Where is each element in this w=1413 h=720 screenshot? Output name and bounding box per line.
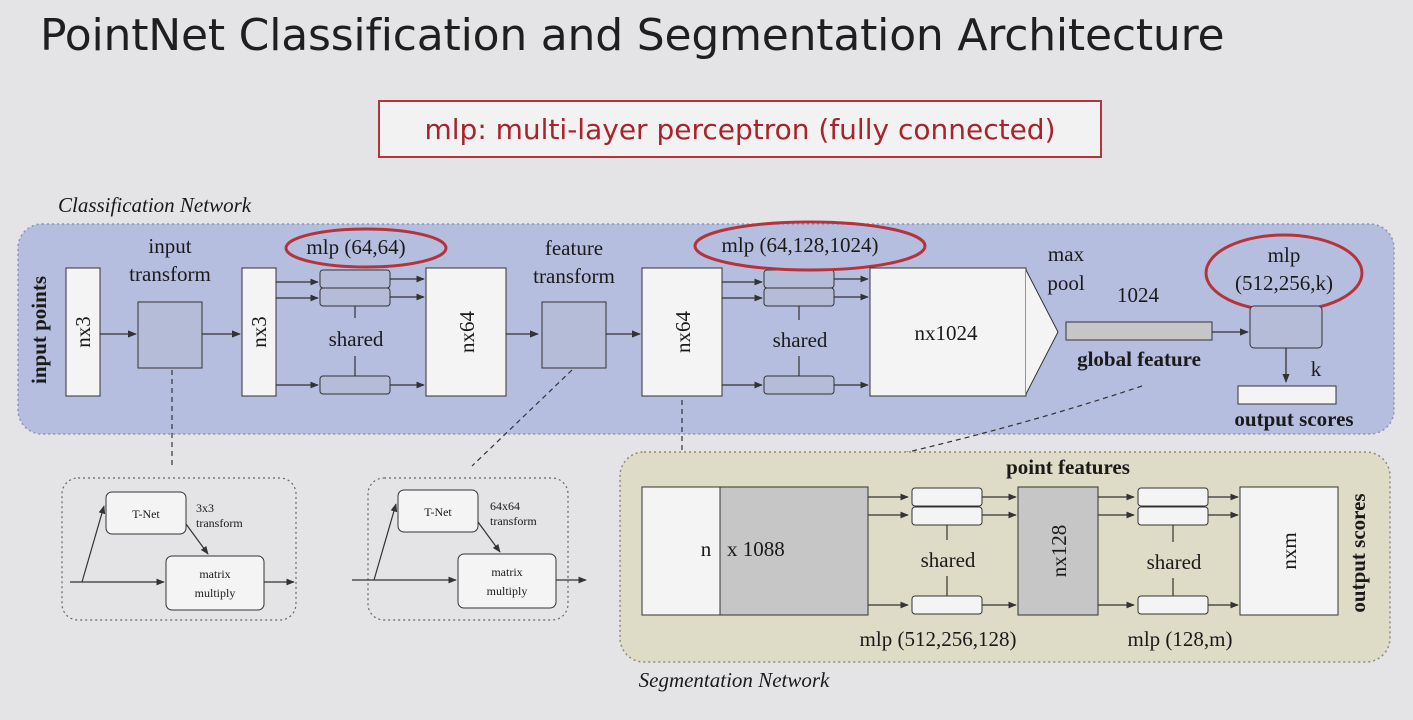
concat-global-block: [719, 486, 869, 616]
tnet-input-label: T-Net: [132, 507, 160, 521]
class-scores-bar: [1237, 385, 1337, 405]
transformed-points-block: [241, 267, 277, 397]
tnet-feature-matrix-label-2: multiply: [487, 584, 528, 598]
nx128-block-label: nx128: [1047, 525, 1071, 578]
mlp4-shared-layers: [868, 487, 1017, 615]
tnet-input-matrix-label-1: matrix: [199, 567, 230, 581]
input-transform-label-1: input: [148, 234, 191, 258]
mlp2-label: mlp (64,128,1024): [722, 233, 879, 257]
tnet-input-matrix-box: [165, 555, 265, 611]
concat-n-label: n: [701, 537, 712, 561]
mlp2-shared-label: shared: [773, 328, 828, 352]
mlp5-label: mlp (128,m): [1128, 627, 1233, 651]
transformed-points-block-label: nx3: [247, 316, 271, 348]
feature-transform-label-1: feature: [545, 236, 603, 260]
mlp3-box: [1249, 305, 1323, 349]
tnet-feature-label: T-Net: [424, 505, 452, 519]
input-transform-label-2: transform: [129, 262, 211, 286]
tnet-input-transform-label-1: 3x3: [196, 501, 214, 515]
mlp3-label-1: mlp: [1268, 243, 1301, 267]
point-features-label: point features: [1006, 455, 1130, 479]
global-feature-bar: [1065, 321, 1213, 341]
concat-size-label: x 1088: [727, 537, 785, 561]
max-pool-symbol: [1025, 269, 1059, 395]
mlp2-highlight-ellipse: [693, 220, 927, 272]
mlp1-shared-layers: [276, 269, 425, 395]
classification-section-label: Classification Network: [58, 193, 252, 217]
global-feature-size-label: 1024: [1117, 283, 1160, 307]
tnet-input-transform-label-2: transform: [196, 516, 243, 530]
input-points-block-label: nx3: [71, 316, 95, 348]
tnet-input-panel: [61, 477, 297, 621]
mlp1-highlight-ellipse: [284, 227, 448, 269]
nx1024-block: [869, 267, 1027, 397]
mlp5-shared-layers: [1098, 487, 1239, 615]
mlp4-label: mlp (512,256,128): [860, 627, 1017, 651]
dashed-link-global-feature: [787, 385, 1143, 480]
mlp1-label: mlp (64,64): [306, 235, 405, 259]
global-feature-label: global feature: [1077, 347, 1201, 371]
nx128-block: [1017, 486, 1099, 616]
tnet-input-box: [105, 491, 187, 535]
class-output-scores-label: output scores: [1234, 407, 1353, 431]
tnet-feature-box: [397, 489, 479, 533]
tnet-feature-panel: [367, 477, 569, 621]
nx1024-block-label: nx1024: [915, 321, 979, 345]
feature-transform-box: [541, 301, 607, 369]
mlp5-shared-label: shared: [1147, 550, 1202, 574]
input-transform-box: [137, 301, 203, 369]
feature-block-label: nx64: [455, 311, 479, 354]
tnet-feature-transform-label-2: transform: [490, 514, 537, 528]
nxm-block: [1239, 486, 1339, 616]
mlp2-shared-layers: [722, 269, 869, 395]
tnet-feature-arrows: [352, 503, 587, 584]
segmentation-section-label: Segmentation Network: [639, 668, 830, 692]
tnet-feature-matrix-label-1: matrix: [491, 565, 522, 579]
tnet-feature-matrix-box: [457, 553, 557, 609]
feature-transform-label-2: transform: [533, 264, 615, 288]
feature-transformed-block-label: nx64: [671, 311, 695, 354]
feature-transformed-block: [641, 267, 723, 397]
max-pool-label-1: max: [1048, 242, 1085, 266]
input-points-label: input points: [27, 276, 51, 384]
nxm-block-label: nxm: [1277, 532, 1301, 569]
slide-title: PointNet Classification and Segmentation…: [40, 10, 1225, 61]
mlp1-shared-label: shared: [329, 327, 384, 351]
tnet-feature-transform-label-1: 64x64: [490, 499, 520, 513]
max-pool-label-2: pool: [1047, 271, 1085, 295]
feature-block: [425, 267, 507, 397]
mlp4-shared-label: shared: [921, 548, 976, 572]
tnet-input-matrix-label-2: multiply: [195, 586, 236, 600]
k-label: k: [1311, 357, 1322, 381]
mlp3-label-2: (512,256,k): [1235, 271, 1333, 295]
input-points-block: [65, 267, 101, 397]
mlp-definition-note: mlp: multi-layer perceptron (fully conne…: [378, 100, 1102, 158]
tnet-input-arrows: [70, 505, 295, 586]
seg-output-scores-label: output scores: [1346, 493, 1370, 612]
